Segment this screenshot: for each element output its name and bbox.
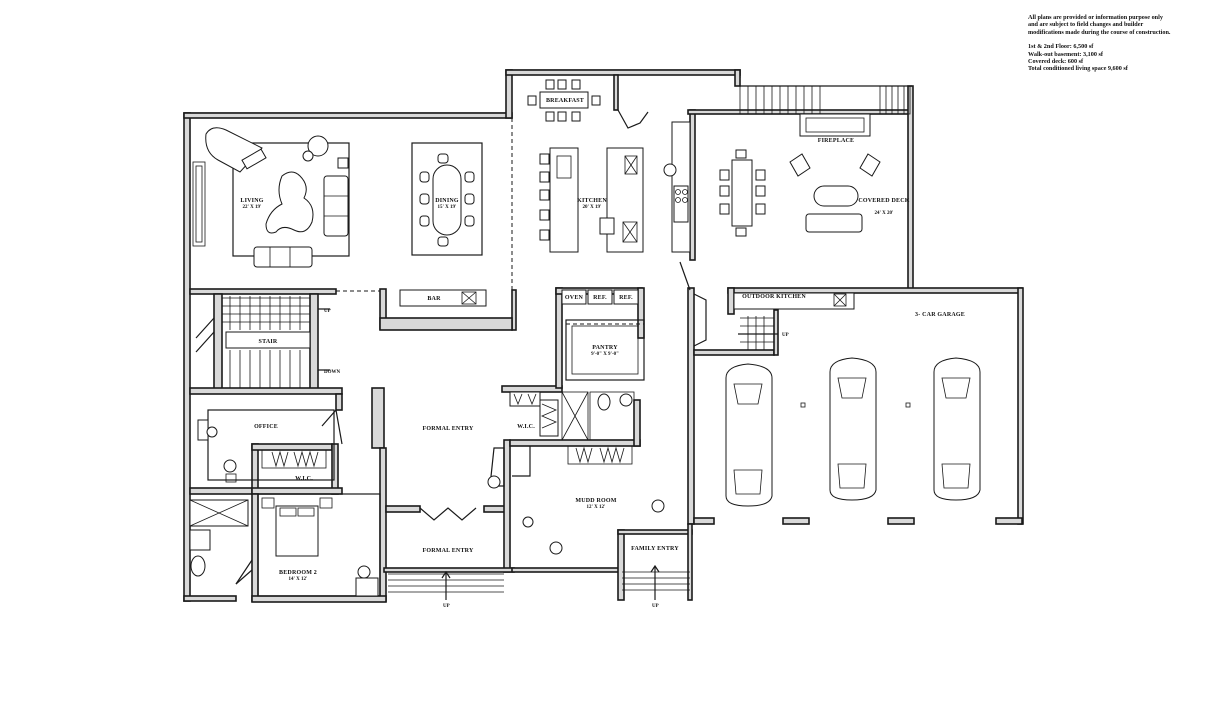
dining-table-icon [432, 164, 462, 236]
breakfast-area: BREAKFAST [527, 79, 601, 122]
pantry-dims: 9'-0" X 9'-0" [591, 352, 619, 357]
living-room: LIVING 22' X 19' [192, 127, 350, 268]
kitchen: KITCHEN 20' X 19' [539, 121, 691, 253]
garage-label: 3- CAR GARAGE [915, 312, 965, 318]
sofa-icon [253, 246, 313, 268]
wic-lower-label: W.I.C. [517, 424, 535, 430]
bath-left [189, 499, 249, 577]
rug-icon [265, 171, 314, 234]
family-entry: FAMILY ENTRY UP [622, 546, 690, 609]
breakfast-label: BREAKFAST [546, 98, 584, 104]
side-sofa-icon [323, 175, 349, 237]
formal-entry: FORMAL ENTRY FORMAL ENTRY UP [388, 426, 505, 609]
covered-deck-label: COVERED DECK [858, 198, 909, 204]
mudd-room-dims: 12' X 12' [587, 505, 607, 510]
outdoor-kitchen-label: OUTDOOR KITCHEN [742, 294, 806, 300]
bedroom2-dims: 14' X 12' [289, 577, 309, 582]
oven-label: OVEN [565, 295, 584, 301]
disclaimer-line: modifications made during the course of … [1028, 28, 1171, 36]
living-label: LIVING [240, 198, 263, 204]
living-dims: 22' X 19' [243, 205, 263, 210]
disclaimer-line: and are subject to field changes and bui… [1028, 21, 1144, 29]
dining-label: DINING [435, 198, 459, 204]
bar: BAR [427, 291, 477, 305]
covered-deck: FIREPLACE COVERED DECK 24' X 20' [719, 85, 911, 237]
plan-notes: All plans are provided or information pu… [1028, 14, 1214, 73]
garage-stair-up-label: UP [782, 333, 789, 338]
front-up-label: UP [443, 604, 450, 609]
appliances: OVEN REF. REF. [561, 289, 639, 305]
stair-label: STAIR [259, 339, 278, 345]
pantry-label: PANTRY [592, 345, 618, 351]
coffee-table-icon [813, 185, 859, 207]
deck-table-icon [731, 159, 753, 227]
door-swings [235, 261, 707, 585]
wic-upper: W.I.C. [261, 449, 327, 482]
area-line: 1st & 2nd Floor: 6,500 sf [1028, 43, 1094, 51]
covered-deck-dims: 24' X 20' [875, 211, 895, 216]
outdoor-kitchen: OUTDOOR KITCHEN [733, 292, 855, 310]
car-icon [725, 363, 773, 507]
mudd-room: MUDD ROOM 12' X 12' [512, 445, 665, 555]
wic-upper-label: W.I.C. [295, 476, 313, 482]
area-line: Total conditioned living space 9,600 sf [1028, 65, 1128, 73]
bar-label: BAR [427, 296, 441, 302]
formal-entry-upper-label: FORMAL ENTRY [422, 426, 473, 432]
dining-room: DINING 15' X 19' [411, 142, 483, 256]
kitchen-dims: 20' X 19' [583, 205, 603, 210]
bed-icon [275, 505, 319, 557]
car-icon [933, 357, 981, 501]
fireplace-label: FIREPLACE [818, 138, 854, 144]
area-line: Walk-out basement: 3,100 sf [1028, 50, 1103, 58]
formal-entry-lower-label: FORMAL ENTRY [422, 548, 473, 554]
family-entry-label: FAMILY ENTRY [631, 546, 679, 552]
deck-sofa-icon [805, 213, 863, 233]
dining-dims: 15' X 19' [438, 205, 458, 210]
garage-stair: UP [738, 316, 789, 350]
ref-label-2: REF. [619, 295, 633, 301]
disclaimer-line: All plans are provided or information pu… [1028, 14, 1163, 21]
area-line: Covered deck: 600 sf [1028, 58, 1084, 66]
stair-up-label: UP [324, 309, 331, 314]
pantry: PANTRY 9'-0" X 9'-0" [565, 319, 645, 381]
main-stair: STAIR UP DOWN [195, 296, 341, 388]
car-icon [829, 357, 877, 501]
wic-lower: W.I.C. [509, 391, 635, 441]
breakfast-table-icon [539, 91, 589, 109]
armchair-icon [307, 135, 329, 157]
garage: 3- CAR GARAGE [725, 312, 981, 507]
office-label: OFFICE [254, 424, 278, 430]
bedroom-2: BEDROOM 2 14' X 12' [257, 493, 381, 597]
bedroom2-label: BEDROOM 2 [279, 570, 317, 576]
office: OFFICE [197, 409, 335, 483]
ref-label-1: REF. [593, 295, 607, 301]
stair-down-label: DOWN [324, 370, 341, 375]
kitchen-label: KITCHEN [577, 198, 607, 204]
mudd-room-label: MUDD ROOM [575, 498, 616, 504]
fireplace-icon [799, 113, 871, 137]
family-up-label: UP [652, 604, 659, 609]
dashed-separators [336, 118, 644, 325]
island-left-icon [549, 147, 579, 253]
